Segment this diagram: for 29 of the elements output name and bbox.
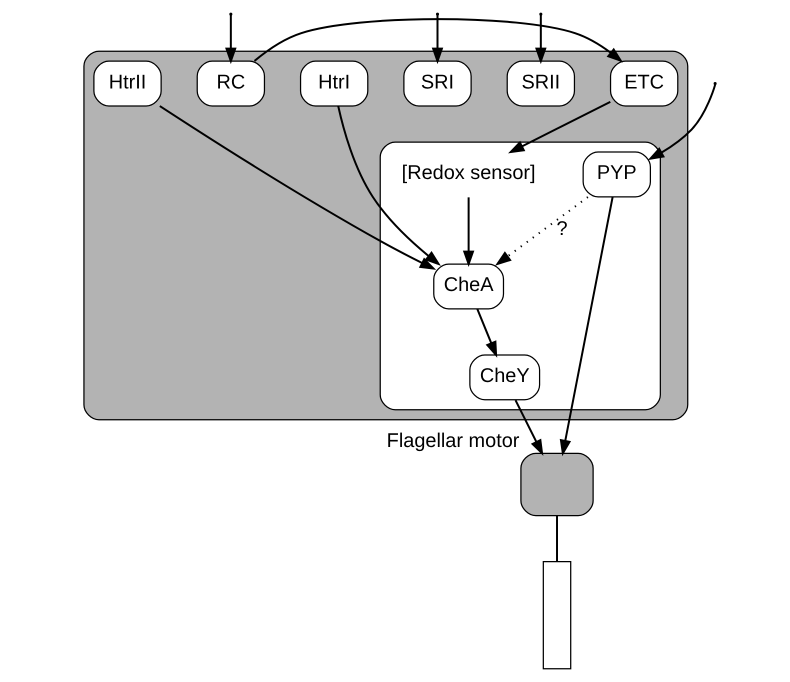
node-box: CheA: [433, 263, 504, 310]
arrow: [337, 106, 441, 266]
arrow: [476, 308, 498, 358]
node-bar: [542, 561, 572, 670]
arrow: [508, 100, 611, 154]
arrow: [495, 196, 588, 266]
cluster: [83, 50, 688, 420]
arrow: [159, 105, 436, 270]
arrow: [225, 15, 237, 64]
node-box: PYP: [582, 151, 651, 198]
node-box: SRII: [506, 60, 576, 107]
node-box: ETC: [610, 60, 678, 107]
node-box: CheY: [469, 354, 540, 400]
node-box: HtrII: [93, 60, 162, 107]
node-box: [520, 452, 594, 516]
arrow: [432, 15, 444, 64]
arrow: [560, 197, 614, 456]
arrow: [462, 197, 474, 268]
node-box: HtrI: [300, 60, 368, 107]
node-text: [Redox sensor]: [402, 162, 536, 184]
node-label: Flagellar motor: [386, 430, 520, 452]
node-box: RC: [196, 60, 266, 107]
node-box: SRI: [403, 60, 472, 107]
edge-label: ?: [556, 218, 568, 240]
arrow: [514, 400, 544, 456]
arrow: [254, 18, 624, 63]
arrow: [535, 15, 547, 64]
arrow: [648, 84, 716, 160]
connector: [556, 516, 558, 562]
